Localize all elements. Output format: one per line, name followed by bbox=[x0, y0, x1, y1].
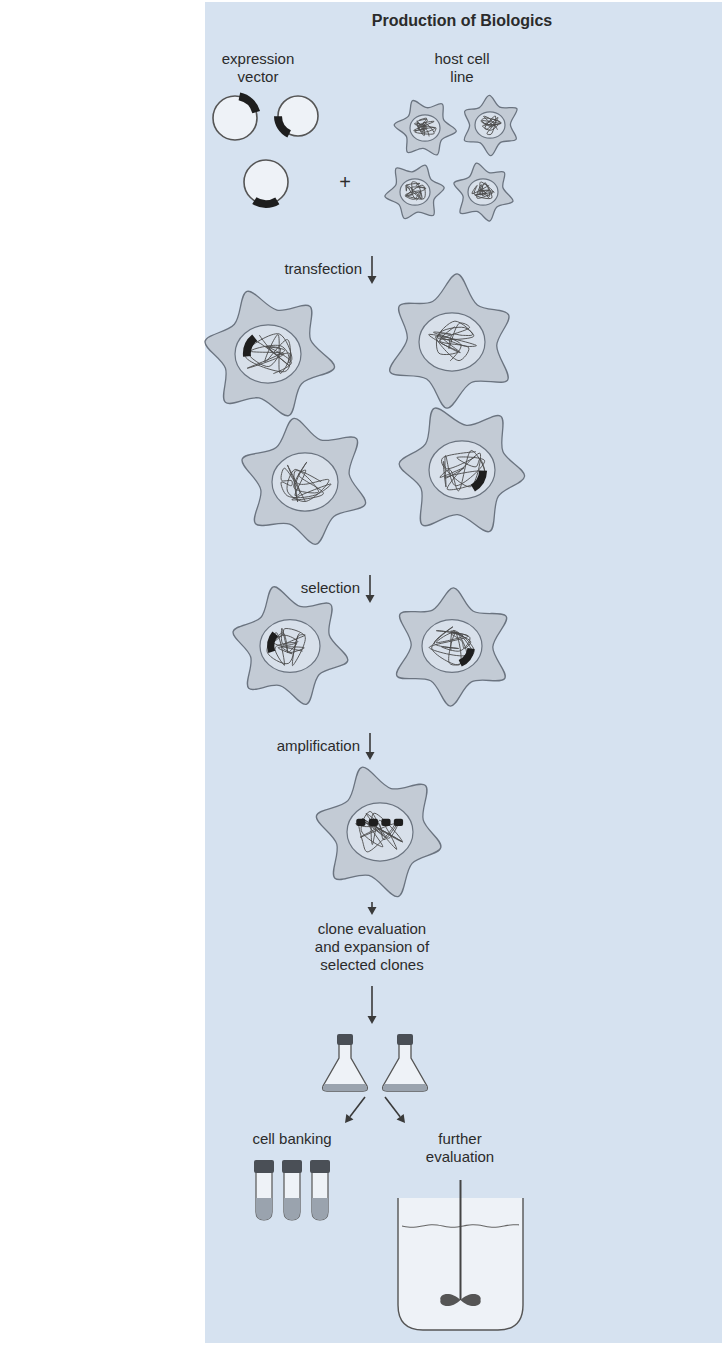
flow-arrow bbox=[368, 256, 377, 284]
flow-arrow bbox=[368, 986, 377, 1024]
flow-arrow bbox=[385, 1097, 405, 1123]
cell-drawing bbox=[454, 163, 513, 221]
tube-drawing bbox=[282, 1160, 302, 1220]
step-label: amplification bbox=[240, 737, 360, 755]
plasmid-drawing bbox=[274, 96, 318, 138]
tube-drawing bbox=[310, 1160, 330, 1220]
plus-sign: + bbox=[333, 170, 357, 194]
bioreactor-drawing bbox=[398, 1180, 523, 1330]
flow-arrow bbox=[368, 902, 377, 915]
diagram-title: Production of Biologics bbox=[262, 12, 662, 30]
cell-drawing bbox=[396, 588, 506, 706]
cell-drawing bbox=[394, 100, 456, 155]
cell-drawing bbox=[385, 165, 444, 219]
flask-drawing bbox=[323, 1034, 368, 1091]
cell-drawing bbox=[390, 274, 509, 408]
cell-drawing bbox=[242, 418, 366, 544]
step-label: further evaluation bbox=[418, 1130, 502, 1166]
component-label: expression vector bbox=[213, 50, 303, 86]
flask-drawing bbox=[383, 1034, 428, 1091]
step-label: clone evaluation and expansion of select… bbox=[306, 920, 438, 974]
cell-drawing bbox=[464, 95, 517, 155]
cell-drawing bbox=[316, 767, 441, 897]
step-label: cell banking bbox=[242, 1130, 342, 1148]
plasmid-drawing bbox=[244, 160, 288, 208]
step-label: selection bbox=[260, 579, 360, 597]
flow-arrow bbox=[345, 1097, 365, 1123]
panel-background bbox=[205, 2, 722, 1343]
cell-drawing bbox=[399, 408, 524, 532]
step-label: transfection bbox=[252, 260, 362, 278]
cell-drawing bbox=[205, 291, 335, 416]
tube-drawing bbox=[254, 1160, 274, 1220]
plasmid-drawing bbox=[213, 93, 260, 140]
cell-drawing bbox=[233, 587, 348, 705]
component-label: host cell line bbox=[426, 50, 498, 86]
flow-arrow bbox=[366, 575, 375, 603]
flow-arrow bbox=[366, 733, 375, 760]
